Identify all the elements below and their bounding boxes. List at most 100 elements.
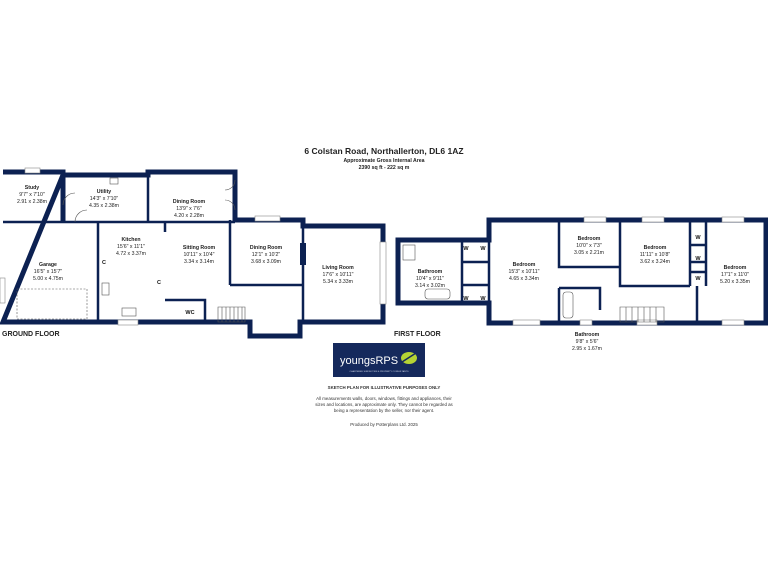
disclaimer-line: sizes and locations, are approximate onl… bbox=[315, 402, 453, 407]
logo-text: youngsRPS bbox=[340, 355, 398, 367]
svg-text:15'3" x 10'11": 15'3" x 10'11" bbox=[509, 269, 540, 275]
svg-text:3.34 x 3.14m: 3.34 x 3.14m bbox=[184, 259, 214, 265]
window bbox=[254, 215, 281, 222]
staircase bbox=[619, 306, 665, 323]
wc-label: WC bbox=[185, 310, 194, 316]
svg-text:3.62 x 3.24m: 3.62 x 3.24m bbox=[640, 259, 670, 265]
svg-text:3.05 x 2.21m: 3.05 x 2.21m bbox=[574, 250, 604, 256]
svg-text:Bedroom: Bedroom bbox=[513, 262, 536, 268]
room-sitting-room: Sitting Room 10'11" x 10'4" 3.34 x 3.14m bbox=[183, 245, 216, 265]
svg-text:Kitchen: Kitchen bbox=[121, 237, 140, 243]
cupboard-label: C bbox=[102, 260, 106, 266]
svg-text:10'0" x 7'3": 10'0" x 7'3" bbox=[576, 243, 602, 249]
svg-text:3.14 x 3.02m: 3.14 x 3.02m bbox=[415, 283, 445, 289]
first-floor-inner-walls bbox=[460, 220, 708, 323]
svg-text:Dining Room: Dining Room bbox=[250, 245, 283, 251]
svg-text:12'1" x 10'2": 12'1" x 10'2" bbox=[252, 252, 281, 258]
svg-text:9'7" x 7'10": 9'7" x 7'10" bbox=[19, 192, 45, 198]
svg-text:4.35 x 2.38m: 4.35 x 2.38m bbox=[89, 203, 119, 209]
room-dining-room: Dining Room 12'1" x 10'2" 3.68 x 3.09m bbox=[250, 245, 283, 265]
svg-text:Utility: Utility bbox=[97, 189, 112, 195]
svg-text:3.68 x 3.09m: 3.68 x 3.09m bbox=[251, 259, 281, 265]
svg-text:2.95 x 1.67m: 2.95 x 1.67m bbox=[572, 346, 602, 352]
room-bathroom-2: Bathroom 9'8" x 5'6" 2.95 x 1.67m bbox=[572, 332, 602, 352]
ground-floor-inner-walls bbox=[3, 175, 305, 322]
svg-text:Sitting Room: Sitting Room bbox=[183, 245, 216, 251]
shower bbox=[402, 244, 416, 261]
svg-text:15'6" x 11'1": 15'6" x 11'1" bbox=[117, 244, 145, 250]
bath bbox=[424, 288, 451, 300]
window bbox=[512, 319, 541, 326]
staircase bbox=[217, 306, 246, 323]
svg-text:13'9" x 7'6": 13'9" x 7'6" bbox=[176, 206, 202, 212]
utility-sink bbox=[109, 177, 119, 185]
svg-text:4.72 x 3.37m: 4.72 x 3.37m bbox=[116, 251, 146, 257]
svg-text:5.20 x 3.35m: 5.20 x 3.35m bbox=[720, 279, 750, 285]
svg-text:10'4" x 9'11": 10'4" x 9'11" bbox=[416, 276, 444, 282]
svg-text:Dining Room: Dining Room bbox=[173, 199, 206, 205]
first-floor-plan: Bathroom 10'4" x 9'11" 3.14 x 3.02m Bedr… bbox=[394, 216, 768, 352]
room-bathroom-main: Bathroom 10'4" x 9'11" 3.14 x 3.02m bbox=[415, 269, 445, 289]
area-label: Approximate Gross Internal Area bbox=[343, 158, 424, 164]
window bbox=[721, 216, 745, 223]
svg-text:10'11" x 10'4": 10'11" x 10'4" bbox=[184, 252, 215, 258]
room-bedroom-2: Bedroom 10'0" x 7'3" 3.05 x 2.21m bbox=[574, 236, 604, 256]
disclaimer-line: All measurements walls, doors, windows, … bbox=[316, 396, 452, 401]
hob bbox=[101, 282, 110, 296]
disclaimer-line: being a representation by the seller, no… bbox=[334, 408, 434, 413]
svg-text:11'11" x 10'8": 11'11" x 10'8" bbox=[640, 252, 671, 258]
svg-text:Bedroom: Bedroom bbox=[724, 265, 747, 271]
svg-text:16'5" x 15'7": 16'5" x 15'7" bbox=[34, 269, 63, 275]
svg-text:Garage: Garage bbox=[39, 262, 57, 268]
svg-text:W: W bbox=[695, 235, 701, 241]
svg-text:W: W bbox=[463, 296, 469, 302]
ground-floor-plan: Study 9'7" x 7'10" 2.91 x 2.38m Utility … bbox=[0, 167, 387, 339]
logo-tagline: CHARTERED SURVEYORS & PROPERTY CONSULTAN… bbox=[349, 370, 409, 373]
svg-text:W: W bbox=[480, 246, 486, 252]
svg-text:Study: Study bbox=[25, 185, 40, 191]
room-living-room: Living Room 17'6" x 10'11" 5.34 x 3.33m bbox=[322, 265, 354, 285]
room-garage: Garage 16'5" x 15'7" 5.00 x 4.75m bbox=[33, 262, 63, 282]
svg-text:17'1" x 11'0": 17'1" x 11'0" bbox=[721, 272, 749, 278]
produced-by: Produced by Potterplans Ltd. 2025 bbox=[350, 422, 418, 427]
window bbox=[583, 216, 607, 223]
svg-text:Bathroom: Bathroom bbox=[418, 269, 443, 275]
window bbox=[721, 319, 745, 326]
chimney-breast bbox=[300, 243, 306, 265]
bath bbox=[562, 291, 574, 319]
cupboard-label: C bbox=[157, 280, 161, 286]
room-kitchen: Kitchen 15'6" x 11'1" 4.72 x 3.37m bbox=[116, 237, 146, 257]
property-address: 6 Colstan Road, Northallerton, DL6 1AZ bbox=[304, 146, 463, 156]
room-bedroom-3: Bedroom 11'11" x 10'8" 3.62 x 3.24m bbox=[640, 245, 671, 265]
svg-text:Living Room: Living Room bbox=[322, 265, 354, 271]
svg-text:5.00 x 4.75m: 5.00 x 4.75m bbox=[33, 276, 63, 282]
window bbox=[24, 167, 41, 174]
svg-text:14'3" x 7'10": 14'3" x 7'10" bbox=[90, 196, 119, 202]
svg-text:5.34 x 3.33m: 5.34 x 3.33m bbox=[323, 279, 353, 285]
svg-text:4.65 x 3.34m: 4.65 x 3.34m bbox=[509, 276, 539, 282]
window bbox=[117, 319, 139, 326]
svg-text:4.20 x 2.28m: 4.20 x 2.28m bbox=[174, 213, 204, 219]
room-bedroom-4: Bedroom 17'1" x 11'0" 5.20 x 3.35m bbox=[720, 265, 750, 285]
room-utility: Utility 14'3" x 7'10" 4.35 x 2.38m bbox=[89, 189, 119, 209]
bay-window bbox=[379, 241, 387, 305]
svg-text:Bathroom: Bathroom bbox=[575, 332, 600, 338]
garage-car-outline bbox=[16, 288, 88, 320]
window bbox=[0, 277, 6, 304]
svg-text:Bedroom: Bedroom bbox=[578, 236, 601, 242]
door-swings bbox=[62, 179, 236, 223]
window bbox=[579, 319, 593, 326]
first-floor-label: FIRST FLOOR bbox=[394, 331, 441, 338]
ground-floor-label: GROUND FLOOR bbox=[2, 331, 60, 338]
disclaimer-title: SKETCH PLAN FOR ILLUSTRATIVE PURPOSES ON… bbox=[328, 385, 441, 390]
svg-text:W: W bbox=[463, 246, 469, 252]
room-bedroom-1: Bedroom 15'3" x 10'11" 4.65 x 3.34m bbox=[509, 262, 540, 282]
window bbox=[641, 216, 665, 223]
svg-text:9'8" x 5'6": 9'8" x 5'6" bbox=[576, 339, 599, 345]
svg-text:W: W bbox=[695, 256, 701, 262]
svg-text:W: W bbox=[480, 296, 486, 302]
room-study: Study 9'7" x 7'10" 2.91 x 2.38m bbox=[17, 185, 47, 205]
kitchen-sink bbox=[121, 307, 137, 317]
window bbox=[636, 319, 658, 326]
